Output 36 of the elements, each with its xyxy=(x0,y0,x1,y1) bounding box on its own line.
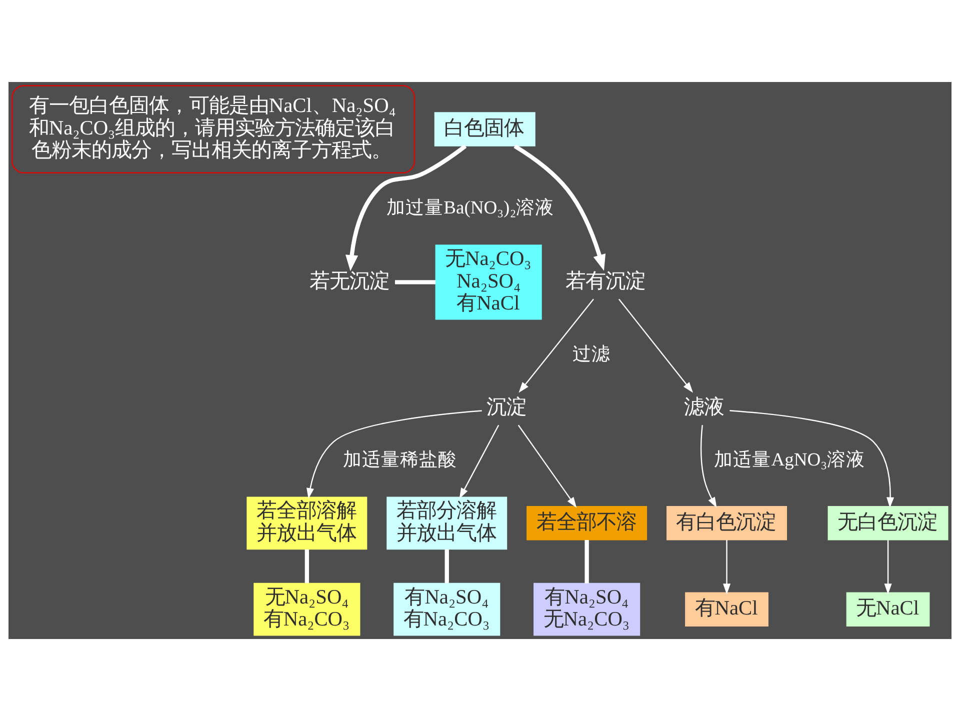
node-box: 有一包白色固体，可能是由NaCl、Na₂SO₄和Na₂CO₃组成的，请用实验方法确定该白色粉末的成分，写出相关的离子方程式。 xyxy=(12,84,416,174)
node-box: 无NaCl xyxy=(846,592,930,626)
node-text: 若有沉淀 xyxy=(565,270,646,292)
node-box: 有NaCl xyxy=(685,592,768,626)
arrow xyxy=(459,424,500,498)
edge-label: 加适量AgNO₃溶液 xyxy=(714,449,866,470)
node-box: 若全部不溶 xyxy=(526,506,648,540)
connector xyxy=(394,280,436,284)
arrow xyxy=(306,410,482,498)
arrow xyxy=(518,424,577,508)
node-text: 沉淀 xyxy=(486,396,527,418)
node-box: 有Na₂SO₄ 无Na₂CO₃ xyxy=(534,582,640,636)
arrow xyxy=(345,144,467,271)
node-text: 滤液 xyxy=(684,396,724,418)
node-box: 有白色沉淀 xyxy=(666,506,787,540)
node-box: 若全部溶解并放出气体 xyxy=(246,496,368,550)
node-text: 若无沉淀 xyxy=(310,270,390,292)
arrow xyxy=(730,410,894,508)
node-box: 若部分溶解并放出气体 xyxy=(386,496,508,550)
edge-label: 加过量Ba(NO₃)₂溶液 xyxy=(386,197,554,218)
node-box: 白色固体 xyxy=(434,112,536,146)
node-box: 无Na₂CO₃ Na₂SO₄ 有NaCl xyxy=(435,244,542,320)
node-box: 有Na₂SO₄ 有Na₂CO₃ xyxy=(394,582,500,636)
node-box: 无白色沉淀 xyxy=(828,506,948,540)
connector xyxy=(444,548,449,583)
connector xyxy=(584,539,589,583)
arrow xyxy=(723,539,731,594)
arrow xyxy=(700,424,717,508)
edge-label: 过滤 xyxy=(572,344,610,365)
connector xyxy=(304,548,309,583)
arrow xyxy=(518,298,594,392)
arrow xyxy=(884,539,892,594)
arrow xyxy=(514,144,606,270)
node-box: 无Na₂SO₄ 有Na₂CO₃ xyxy=(254,582,360,636)
arrow xyxy=(618,298,694,392)
edge-label: 加适量稀盐酸 xyxy=(343,449,458,470)
